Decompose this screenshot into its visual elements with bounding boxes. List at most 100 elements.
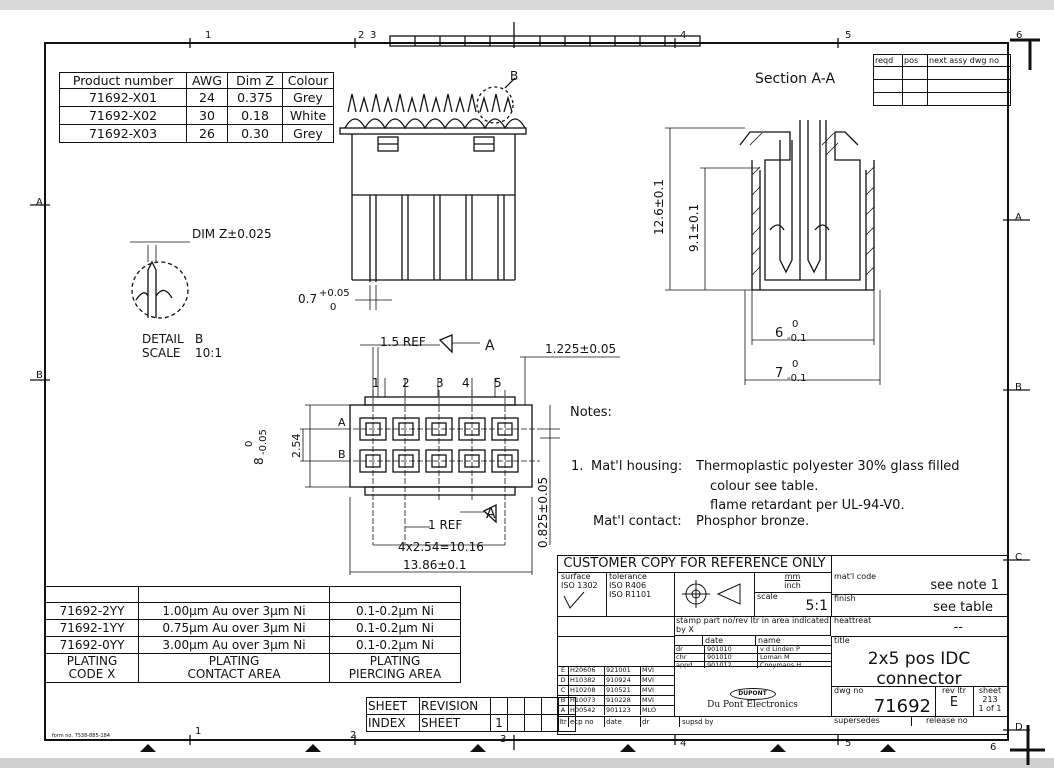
- list-item: B H10073 910228 MVI: [558, 696, 674, 706]
- plating-cell: 0.75μm Au over 3μm Ni: [138, 619, 330, 637]
- product-cell: 0.30: [227, 124, 283, 143]
- finish-label: finish: [834, 594, 856, 603]
- finish-value: see table: [933, 600, 993, 615]
- heattreat-value: --: [953, 620, 963, 635]
- dupont-logo: DUPONT: [729, 688, 776, 700]
- product-cell: Grey: [282, 124, 334, 143]
- list-item: E H20606 921001 MVI: [558, 666, 674, 676]
- plating-cell: 0.1-0.2μm Ni: [329, 602, 461, 620]
- supsd-by-label: supsd by: [682, 718, 714, 726]
- section-dim-7: 7: [775, 366, 783, 381]
- approval-dr-name: v d Linden P: [760, 645, 800, 653]
- dim-8-tol-dn: -0.05: [258, 429, 269, 455]
- notes-title: Notes:: [570, 405, 612, 420]
- approval-appd-name: Cooymans H: [760, 661, 802, 669]
- scale-label: scale: [757, 592, 778, 601]
- projection-symbol: [674, 572, 755, 617]
- dim-pitch: 4x2.54=10.16: [398, 540, 484, 554]
- heattreat-cell: heattreat --: [831, 616, 1007, 637]
- notes-line2: colour see table.: [710, 479, 818, 494]
- plating-header-contact: PLATING CONTACT AREA: [138, 653, 330, 683]
- release-no-label: release no: [911, 716, 968, 726]
- company-cell: DUPONT Du Pont Electronics: [674, 666, 832, 716]
- product-cell: 26: [186, 124, 228, 143]
- tolerance-iso-r1101: ISO R1101: [609, 590, 652, 599]
- sheet-index-sheet: SHEET: [366, 697, 420, 715]
- approval-date-header: date: [703, 636, 756, 645]
- sheet-index-sheet2: SHEET: [419, 714, 491, 732]
- plating-header-row: PLATING CODE X PLATING CONTACT AREA PLAT…: [45, 653, 461, 683]
- pin-num-5: 5: [494, 376, 502, 390]
- approval-chr-date: 901010: [705, 654, 758, 661]
- scale-value: 5:1: [805, 598, 828, 614]
- title-block: CUSTOMER COPY FOR REFERENCE ONLY surface…: [557, 555, 1008, 735]
- approval-block: date name dr 901010 v d Linden P chr 901…: [674, 636, 832, 669]
- sheet-index-index: INDEX: [366, 714, 420, 732]
- sheet-index-table: SHEET REVISION INDEX SHEET 1: [366, 697, 576, 732]
- rev-hdr-ltr: ltr: [558, 717, 569, 727]
- product-cell: White: [282, 106, 334, 125]
- plating-table: 71692-2YY 1.00μm Au over 3μm Ni 0.1-0.2μ…: [45, 586, 461, 683]
- dim-1-5-ref: 1.5 REF: [380, 335, 426, 349]
- pin-num-4: 4: [462, 376, 470, 390]
- top-view: [300, 334, 620, 575]
- drawing-title-line2: connector: [876, 669, 962, 689]
- dim-0-825: 0.825±0.05: [536, 477, 550, 548]
- table-row: 71692-0YY 3.00μm Au over 3μm Ni 0.1-0.2μ…: [45, 636, 461, 654]
- approval-dr-date: 901010: [705, 646, 758, 653]
- section-view: [665, 120, 881, 385]
- dwg-no-value: 71692: [873, 696, 931, 717]
- detail-b-marker: B: [510, 69, 518, 83]
- list-item: C H10208 910521 MVI: [558, 686, 674, 696]
- dim-pin-tol-up: +0.05: [319, 288, 350, 299]
- scale-cell: scale 5:1: [754, 592, 832, 617]
- sheet-index-num: 1: [490, 714, 508, 732]
- table-row: 71692-X02 30 0.18 White: [59, 106, 334, 125]
- sheet-value: 213: [982, 695, 998, 704]
- approval-appd: appd: [674, 662, 705, 668]
- rev-hdr-dr: dr: [641, 717, 680, 727]
- rev-reqd: reqd: [873, 54, 903, 67]
- notes-line1: Thermoplastic polyester 30% glass filled: [695, 459, 960, 474]
- units-cell: mm inch: [754, 572, 832, 593]
- notes-line4: Phosphor bronze.: [696, 514, 809, 529]
- product-header-dimz: Dim Z: [227, 72, 283, 89]
- form-number: form no. 7538-885-184: [52, 733, 110, 739]
- finish-cell: finish see table: [831, 594, 1007, 617]
- product-cell: 0.18: [227, 106, 283, 125]
- approval-chr: chr: [674, 654, 705, 661]
- product-cell: 24: [186, 88, 228, 107]
- section-title: Section A-A: [755, 71, 835, 87]
- revision-header-table: reqd pos next assy dwg no: [873, 54, 1011, 106]
- matl-code-value: see note 1: [930, 578, 999, 593]
- title-banner: CUSTOMER COPY FOR REFERENCE ONLY: [558, 556, 832, 573]
- surface-cell: surface ISO 1302: [558, 572, 607, 617]
- notes-line1-label: Mat'l housing:: [591, 459, 682, 474]
- notes-line4-label: Mat'l contact:: [593, 514, 682, 529]
- surface-iso: ISO 1302: [561, 581, 598, 590]
- product-header-colour: Colour: [282, 72, 334, 89]
- units-inch: inch: [784, 581, 801, 590]
- detail-scale: 10:1: [195, 346, 222, 360]
- title-cell: title 2x5 pos IDC connector: [831, 636, 1007, 689]
- product-cell: 71692-X01: [59, 88, 187, 107]
- section-dim-outer: 12.6±0.1: [652, 179, 666, 235]
- dim-2-54: 2.54: [290, 434, 303, 459]
- revision-history: E H20606 921001 MVI D H10382 910924 MVI …: [558, 666, 675, 716]
- plating-cell: 1.00μm Au over 3μm Ni: [138, 602, 330, 620]
- table-row: 71692-X01 24 0.375 Grey: [59, 88, 334, 107]
- units-mm: mm: [784, 572, 801, 581]
- detail-dim: DIM Z±0.025: [192, 227, 272, 241]
- sheet-index-revision: REVISION: [419, 697, 491, 715]
- dwg-no-cell: dwg no 71692: [831, 686, 936, 717]
- detail-label-id: B: [195, 332, 203, 346]
- product-header-awg: AWG: [186, 72, 228, 89]
- table-row: 71692-1YY 0.75μm Au over 3μm Ni 0.1-0.2μ…: [45, 619, 461, 637]
- product-cell: 0.375: [227, 88, 283, 107]
- plating-header-piercing: PLATING PIERCING AREA: [329, 653, 461, 683]
- product-table: Product number AWG Dim Z Colour 71692-X0…: [59, 72, 334, 143]
- heattreat-label: heattreat: [834, 616, 872, 625]
- dim-8: 8: [252, 457, 266, 465]
- front-view: [339, 77, 527, 310]
